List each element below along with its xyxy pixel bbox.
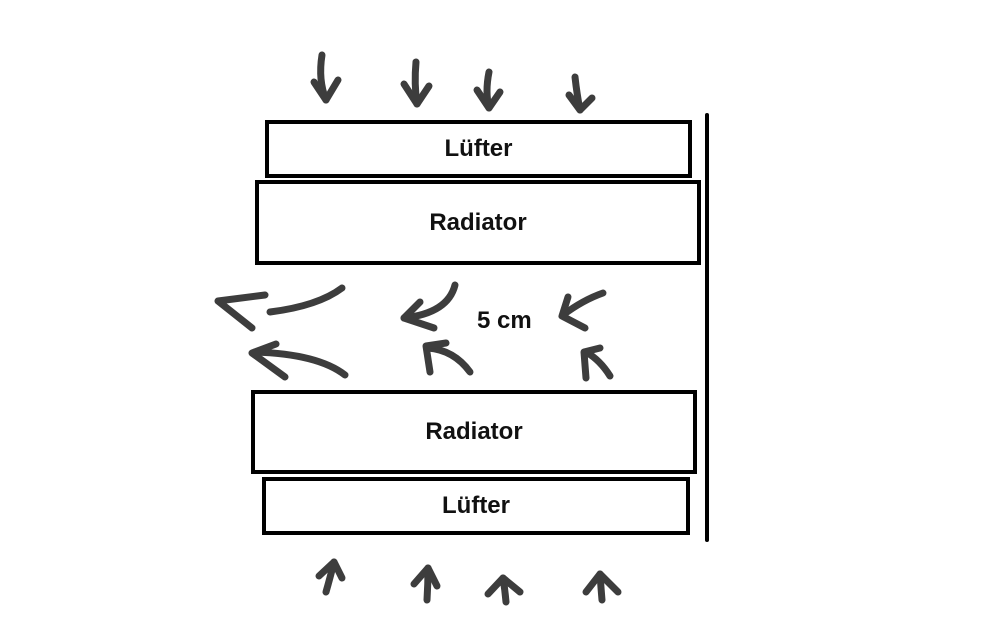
radiator-bottom-label: Radiator: [425, 418, 523, 445]
airflow-in-top-arrow-2: [400, 58, 433, 108]
airflow-in-top-arrow-3: [473, 68, 504, 112]
fan-top-box: Lüfter: [265, 120, 692, 178]
airflow-in-bottom-arrow-4: [582, 570, 622, 604]
airflow-gap-arrow-far-left-lower: [248, 340, 349, 381]
airflow-in-top-arrow-4: [565, 73, 596, 114]
radiator-bottom-box: Radiator: [251, 390, 697, 474]
airflow-in-bottom-arrow-1: [315, 558, 346, 596]
gap-distance-label: 5 cm: [477, 307, 532, 334]
airflow-gap-arrow-right-lower: [580, 344, 614, 382]
airflow-gap-arrow-center-lower: [422, 339, 474, 376]
airflow-gap-arrow-right-upper: [558, 289, 607, 332]
fan-top-label: Lüfter: [444, 135, 513, 162]
fan-bottom-box: Lüfter: [262, 477, 690, 535]
airflow-gap-arrow-center-upper: [400, 281, 459, 332]
airflow-in-bottom-arrow-2: [410, 564, 441, 604]
radiator-top-label: Radiator: [429, 208, 527, 236]
fan-bottom-label: Lüfter: [442, 492, 510, 519]
radiator-top-box: Radiator: [255, 180, 701, 265]
airflow-gap-arrow-far-left-upper: [214, 284, 346, 332]
airflow-in-bottom-arrow-3: [484, 574, 524, 606]
airflow-in-top-arrow-1: [310, 51, 342, 104]
